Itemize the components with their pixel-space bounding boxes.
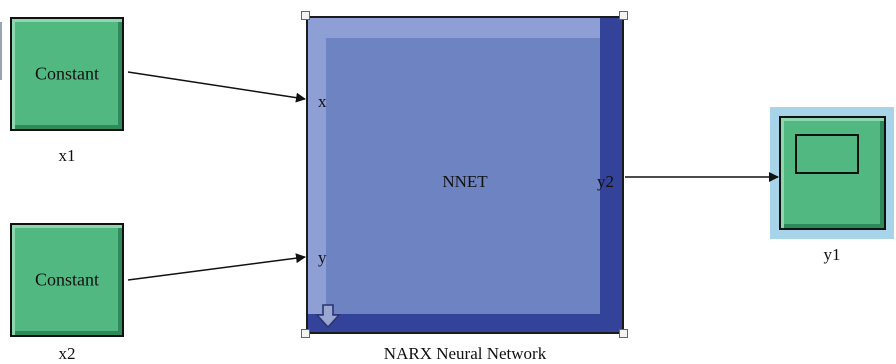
input-port-x[interactable]: x — [318, 92, 327, 111]
input-port-y[interactable]: y — [318, 248, 327, 267]
bevel-top — [308, 18, 622, 38]
resize-handle-bottom-left[interactable] — [301, 329, 310, 338]
block-caption-nnet[interactable]: NARX Neural Network — [383, 344, 547, 363]
bevel-bottom — [308, 314, 622, 332]
constant-block-x2[interactable]: Constant — [10, 223, 124, 337]
constant-block-x1[interactable]: Constant — [10, 17, 124, 131]
constant-block-label: Constant — [34, 269, 99, 290]
scope-screen-icon — [795, 134, 859, 174]
arrow-down-icon[interactable] — [314, 302, 342, 330]
block-caption-x2[interactable]: x2 — [58, 344, 76, 363]
signal-line-x2-to-y[interactable] — [127, 253, 306, 281]
resize-handle-top-right[interactable] — [619, 11, 628, 20]
block-face — [326, 38, 600, 314]
resize-handle-top-left[interactable] — [301, 11, 310, 20]
output-port-y2[interactable]: y2 — [597, 172, 614, 191]
nnet-block-label: NNET — [442, 172, 488, 191]
nnet-block[interactable]: x y y2 NNET — [306, 16, 624, 334]
scope-block[interactable] — [779, 116, 886, 230]
block-caption-x1[interactable]: x1 — [58, 146, 76, 165]
bevel-right — [600, 18, 622, 332]
signal-line-x1-to-x[interactable] — [127, 71, 306, 103]
constant-block-label: Constant — [34, 63, 99, 84]
bevel-left — [308, 18, 326, 332]
canvas-edge-marker — [0, 22, 2, 80]
resize-handle-bottom-right[interactable] — [619, 329, 628, 338]
block-caption-y1[interactable]: y1 — [823, 245, 841, 264]
